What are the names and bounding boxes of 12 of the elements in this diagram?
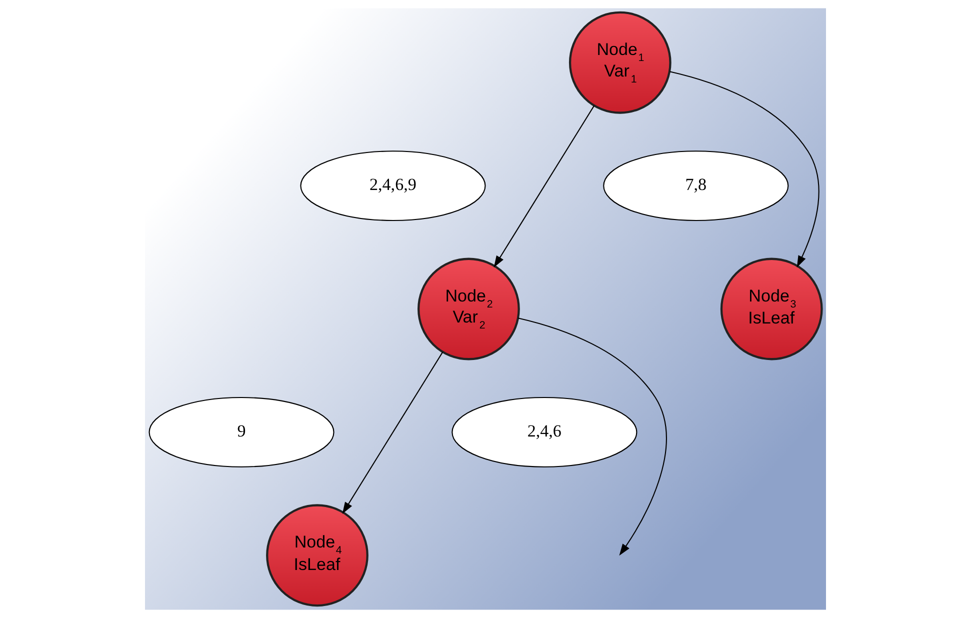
node-ellipse: 7,8	[602, 150, 788, 221]
arrow	[669, 71, 819, 268]
node-circle: Node$_{2}$ Var$_{2}$	[417, 258, 520, 360]
node-circle: Node$_{3}$ IsLeaf	[720, 258, 822, 360]
arrow	[342, 352, 443, 514]
node-ellipse: 9	[148, 397, 334, 468]
node-circle: Node$_{1}$ Var$_{1}$	[568, 11, 671, 114]
arrow	[493, 105, 594, 268]
arrow	[518, 318, 666, 556]
node-ellipse: 2,4,6,9	[300, 150, 486, 221]
node-circle: Node$_{4}$ IsLeaf	[266, 504, 368, 607]
node-ellipse: 2,4,6	[451, 397, 637, 468]
